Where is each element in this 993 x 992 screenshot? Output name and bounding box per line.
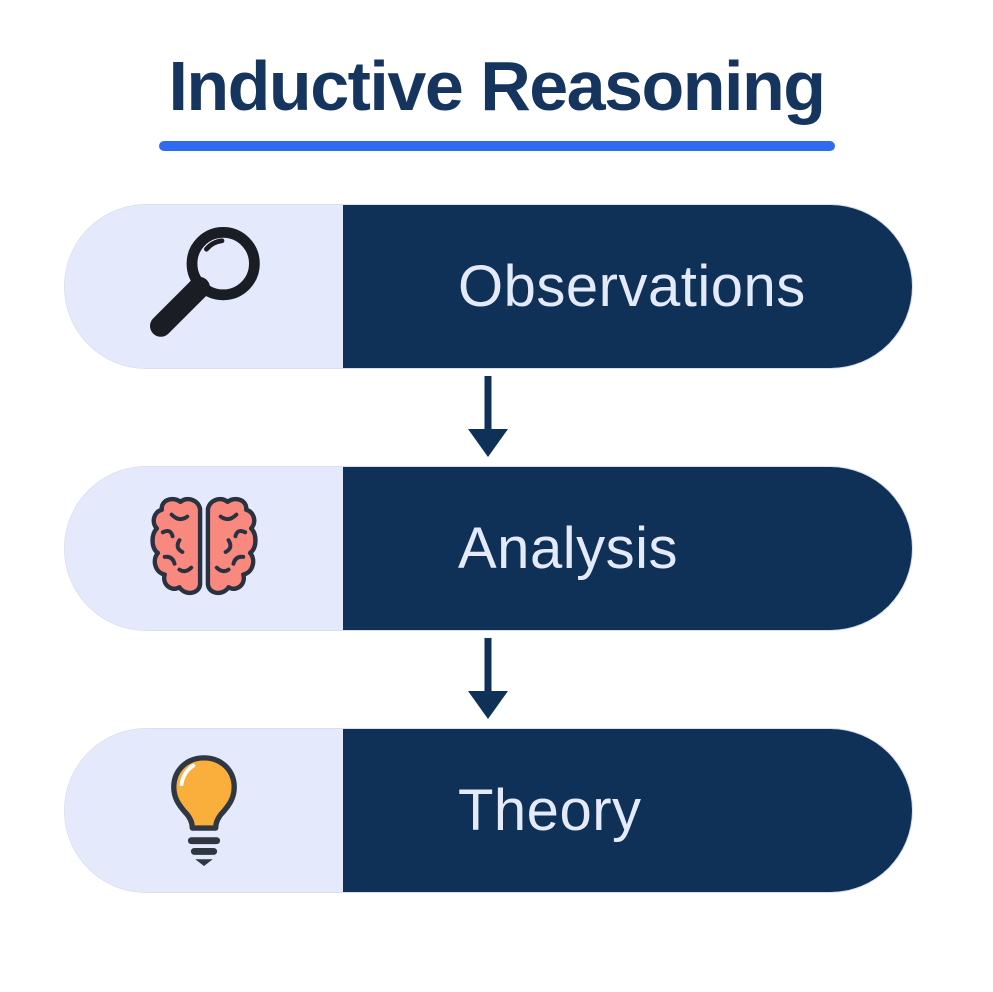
step-pill-observations: Observations [65,205,912,368]
step-pill-theory: Theory [65,729,912,892]
magnifier-icon [150,226,260,337]
step-label: Analysis [458,516,678,581]
step-pill-analysis: Analysis [65,467,912,630]
flow-arrow-down [468,376,508,457]
step-label-section: Analysis [343,467,912,630]
step-label-section: Theory [343,729,912,892]
lightbulb-icon [171,755,237,867]
step-icon-section [65,205,343,368]
step-label: Theory [458,778,642,843]
step-icon-section [65,729,343,892]
flow-arrow-down [468,638,508,719]
step-icon-section [65,467,343,630]
page-title: Inductive Reasoning [168,47,826,125]
step-label: Observations [458,254,806,319]
brain-icon [150,493,258,605]
title-underline [158,141,835,151]
step-label-section: Observations [343,205,912,368]
